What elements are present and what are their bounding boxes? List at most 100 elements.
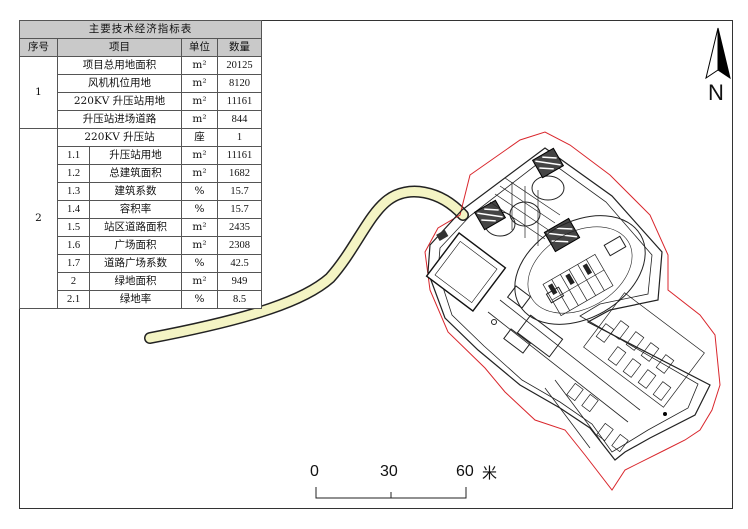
row-sub: 1.4 [57, 200, 90, 219]
row-unit: m² [181, 74, 218, 93]
table-title: 主要技术经济指标表 [19, 20, 262, 39]
row-item: 广场面积 [89, 236, 182, 255]
row-unit: % [181, 290, 218, 309]
row-sub: 1.5 [57, 218, 90, 237]
row-unit: m² [181, 272, 218, 291]
row-sub: 1.3 [57, 182, 90, 201]
row-item: 容积率 [89, 200, 182, 219]
table-row: 2 220KV 升压站 座 1 [19, 128, 262, 309]
marker-dot [663, 412, 667, 416]
auxiliary-building [516, 314, 564, 358]
row-value: 15.7 [217, 182, 262, 201]
row-sub: 1.2 [57, 164, 90, 183]
row-item: 220KV 升压站用地 [57, 92, 182, 111]
auxiliary-building [506, 285, 532, 309]
row-item: 绿地面积 [89, 272, 182, 291]
row-item: 风机机位用地 [57, 74, 182, 93]
scale-tick-30: 30 [380, 463, 398, 480]
row-unit: m² [181, 236, 218, 255]
header-unit: 单位 [181, 38, 218, 57]
equipment-block-west [473, 199, 507, 231]
site-boundary [424, 131, 721, 491]
row-value: 949 [217, 272, 262, 291]
table-row: 1.6 广场面积 m² 2308 [20, 236, 262, 255]
row-item: 项目总用地面积 [57, 56, 182, 75]
row-unit: % [181, 200, 218, 219]
scale-unit: 米 [482, 465, 498, 482]
row-value: 2435 [217, 218, 262, 237]
switchyard-loop [514, 215, 646, 325]
header-seq: 序号 [19, 38, 58, 57]
row-item: 升压站用地 [89, 146, 182, 165]
row-unit: m² [181, 56, 218, 75]
group-seq: 2 [19, 128, 58, 309]
table-row: 1.4 容积率 % 15.7 [20, 200, 262, 219]
row-unit: m² [181, 146, 218, 165]
header-item: 项目 [57, 38, 182, 57]
row-unit: % [181, 254, 218, 273]
table-row: 1.1 升压站用地 m² 11161 [20, 146, 262, 165]
row-value: 8120 [217, 74, 262, 93]
switchyard-loop-inner [527, 226, 633, 314]
row-value: 11161 [217, 146, 262, 165]
row-value: 11161 [217, 92, 262, 111]
row-value: 2308 [217, 236, 262, 255]
substation-inner-wall [437, 157, 699, 453]
main-building [425, 232, 507, 312]
row-unit: m² [181, 164, 218, 183]
well-marker [491, 319, 497, 325]
row-item: 道路广场系数 [89, 254, 182, 273]
row-value: 1682 [217, 164, 262, 183]
indicator-table: 主要技术经济指标表 序号 项目 单位 数量 1 项目总用地面积 m² 20125… [19, 20, 262, 309]
row-unit: 座 [181, 128, 218, 147]
table-row: 1 项目总用地面积 m² 20125 [19, 56, 262, 129]
switchgear-array [542, 253, 614, 317]
internal-road [487, 299, 641, 449]
equipment-block-center [543, 217, 581, 253]
row-value: 8.5 [217, 290, 262, 309]
row-value: 42.5 [217, 254, 262, 273]
scale-tick-60: 60 [456, 463, 474, 480]
table-row: 1.7 道路广场系数 % 42.5 [20, 254, 262, 273]
row-sub: 1.1 [57, 146, 90, 165]
row-sub: 2.1 [57, 290, 90, 309]
main-building-inner [434, 240, 498, 304]
north-label: N [708, 80, 724, 105]
table-row: 风机机位用地 m² 8120 [20, 74, 262, 93]
group-seq: 1 [19, 56, 58, 129]
scale-tick-0: 0 [310, 463, 319, 480]
access-road [145, 187, 468, 343]
row-sub: 2 [57, 272, 90, 291]
row-item: 绿地率 [89, 290, 182, 309]
row-value: 1 [217, 128, 262, 147]
transformer-pad [531, 175, 565, 201]
equipment-block-north [531, 147, 565, 179]
row-item: 220KV 升压站 [57, 128, 182, 147]
table-row: 220KV 升压站用地 m² 11161 [20, 92, 262, 111]
scale-bar [315, 487, 467, 499]
north-arrow-icon [705, 27, 731, 80]
row-item: 升压站进场道路 [57, 110, 182, 129]
row-value: 15.7 [217, 200, 262, 219]
row-unit: m² [181, 92, 218, 111]
row-item: 总建筑面积 [89, 164, 182, 183]
storage-zone [566, 292, 705, 453]
auxiliary-building [503, 328, 531, 354]
header-value: 数量 [217, 38, 262, 57]
substation-wall [427, 147, 711, 461]
row-sub: 1.7 [57, 254, 90, 273]
table-row: 2.1 绿地率 % 8.5 [20, 290, 262, 309]
row-unit: % [181, 182, 218, 201]
row-value: 844 [217, 110, 262, 129]
small-equipment [603, 235, 627, 257]
row-unit: m² [181, 218, 218, 237]
row-value: 20125 [217, 56, 262, 75]
row-unit: m² [181, 110, 218, 129]
small-equipment [436, 229, 449, 241]
row-item: 站区道路面积 [89, 218, 182, 237]
row-item: 建筑系数 [89, 182, 182, 201]
small-equipment [545, 286, 565, 304]
busbar-lines [489, 177, 561, 246]
row-sub: 1.6 [57, 236, 90, 255]
